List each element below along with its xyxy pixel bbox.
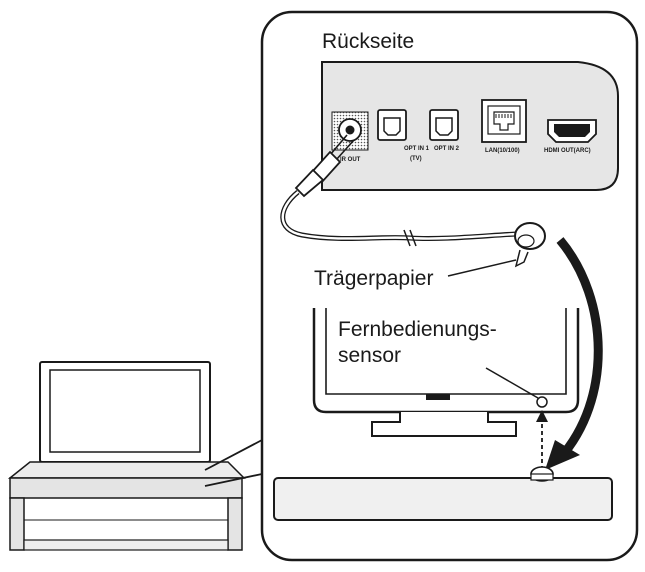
hdmi-out-port: HDMI OUT(ARC)	[544, 119, 597, 154]
rear-panel: IR OUT OPT IN 1 (TV) OPT IN 2 LAN(10/100…	[321, 61, 619, 191]
carrier-paper-leader	[447, 259, 517, 277]
opt-in-1-label: OPT IN 1	[404, 146, 430, 152]
tv-setup-illustration	[7, 361, 246, 551]
tv-screen	[49, 369, 201, 453]
hdmi-out-label: HDMI OUT(ARC)	[544, 148, 591, 154]
ir-cable	[280, 134, 546, 268]
opt-in-2-label: OPT IN 2	[434, 146, 460, 152]
placement-arrow	[556, 237, 603, 462]
ir-out-label: IR OUT	[340, 157, 361, 163]
callout-pointer	[204, 439, 263, 487]
remote-sensor-label-line1: Fernbedienungs-	[338, 318, 497, 341]
tv-closeup	[312, 308, 580, 437]
lan-port: LAN(10/100)	[481, 99, 527, 154]
tv-rack	[7, 461, 246, 551]
remote-sensor-label-line2: sensor	[338, 344, 401, 367]
remote-sensor-leader	[485, 367, 539, 399]
rear-side-title: Rückseite	[322, 30, 414, 53]
opt-in-2-port: OPT IN 2	[429, 109, 460, 152]
remote-sensor	[536, 396, 548, 408]
soundbar-closeup	[273, 466, 613, 521]
opt-in-1-port: OPT IN 1 (TV)	[377, 109, 430, 162]
carrier-paper-label: Trägerpapier	[314, 267, 433, 290]
opt-in-1-sublabel: (TV)	[410, 156, 422, 162]
lan-label: LAN(10/100)	[485, 148, 520, 154]
